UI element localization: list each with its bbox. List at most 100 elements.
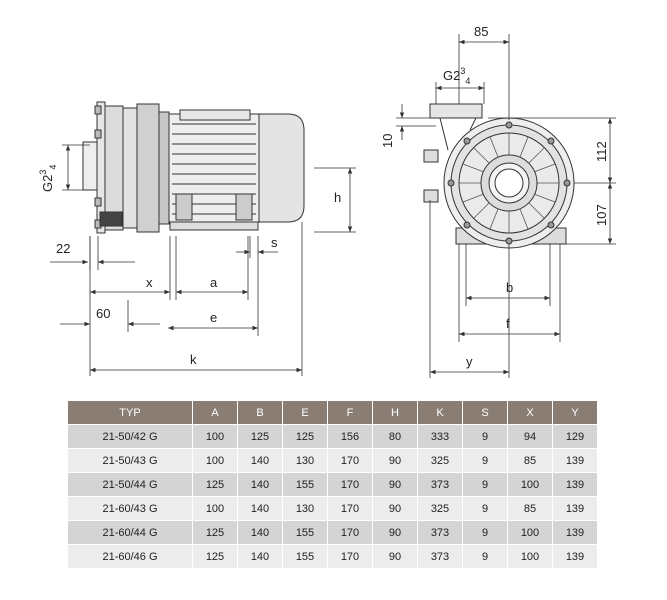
table-cell: 155 bbox=[282, 472, 328, 497]
table-cell: 170 bbox=[327, 544, 373, 568]
table-cell: 130 bbox=[282, 448, 328, 473]
table-row: 21-50/44 G 125 140 155 170 90 373 9 100 … bbox=[68, 472, 598, 497]
table-cell: 373 bbox=[417, 472, 463, 497]
table-cell: 9 bbox=[462, 424, 508, 449]
table-cell: 139 bbox=[552, 448, 598, 473]
side-view-dimensions bbox=[50, 144, 356, 376]
table-row: 21-60/46 G 125 140 155 170 90 373 9 100 … bbox=[68, 544, 598, 568]
table-cell: 170 bbox=[327, 448, 373, 473]
table-cell: 21-60/43 G bbox=[68, 496, 193, 521]
table-cell: 100 bbox=[507, 544, 553, 568]
table-row: 21-50/42 G 100 125 125 156 80 333 9 94 1… bbox=[68, 424, 598, 449]
table-cell: 100 bbox=[507, 472, 553, 497]
header-a: A bbox=[192, 401, 238, 425]
table-cell: 130 bbox=[282, 496, 328, 521]
table-cell: 139 bbox=[552, 472, 598, 497]
dim-h-label: h bbox=[334, 190, 341, 205]
table-cell: 21-60/44 G bbox=[68, 520, 193, 545]
table-cell: 373 bbox=[417, 520, 463, 545]
table-cell: 325 bbox=[417, 448, 463, 473]
svg-text:G234: G234 bbox=[38, 165, 58, 192]
table-cell: 140 bbox=[237, 448, 283, 473]
dim-y-label: y bbox=[466, 354, 473, 369]
table-cell: 9 bbox=[462, 472, 508, 497]
table-header-row: TYP A B E F H K S X Y bbox=[68, 401, 598, 425]
table-cell: 170 bbox=[327, 472, 373, 497]
table-cell: 140 bbox=[237, 544, 283, 568]
table-cell: 125 bbox=[237, 424, 283, 449]
header-e: E bbox=[282, 401, 328, 425]
table-cell: 125 bbox=[192, 520, 238, 545]
dim-22-label: 22 bbox=[56, 241, 70, 256]
table-cell: 170 bbox=[327, 496, 373, 521]
table-cell: 155 bbox=[282, 544, 328, 568]
table-cell: 90 bbox=[372, 496, 418, 521]
table-cell: 9 bbox=[462, 496, 508, 521]
table-cell: 139 bbox=[552, 520, 598, 545]
dim-60-label: 60 bbox=[96, 306, 110, 321]
table-cell: 325 bbox=[417, 496, 463, 521]
dim-107-label: 107 bbox=[594, 204, 609, 226]
header-f: F bbox=[327, 401, 373, 425]
header-b: B bbox=[237, 401, 283, 425]
front-view-thread-label: G234 bbox=[443, 66, 470, 86]
table-cell: 85 bbox=[507, 448, 553, 473]
table-cell: 9 bbox=[462, 544, 508, 568]
table-cell: 100 bbox=[192, 424, 238, 449]
table-cell: 90 bbox=[372, 520, 418, 545]
table-cell: 333 bbox=[417, 424, 463, 449]
table-cell: 94 bbox=[507, 424, 553, 449]
table-cell: 90 bbox=[372, 472, 418, 497]
table-cell: 21-50/43 G bbox=[68, 448, 193, 473]
pump-side-view bbox=[82, 101, 305, 234]
table-cell: 140 bbox=[237, 472, 283, 497]
front-view-dimensions bbox=[396, 34, 616, 378]
dim-e-label: e bbox=[210, 310, 217, 325]
header-s: S bbox=[462, 401, 508, 425]
table-cell: 156 bbox=[327, 424, 373, 449]
table-cell: 9 bbox=[462, 520, 508, 545]
drawing-canvas: G234 22 x a 60 e k h s bbox=[38, 24, 616, 378]
table-cell: 125 bbox=[192, 544, 238, 568]
table-cell: 100 bbox=[507, 520, 553, 545]
header-y: Y bbox=[552, 401, 598, 425]
dim-112-label: 112 bbox=[594, 141, 609, 162]
table-cell: 140 bbox=[237, 496, 283, 521]
pump-front-view bbox=[423, 103, 575, 249]
table-cell: 129 bbox=[552, 424, 598, 449]
table-cell: 21-60/46 G bbox=[68, 544, 193, 568]
header-x: X bbox=[507, 401, 553, 425]
dimensions-table: TYP A B E F H K S X Y 21-50/42 G 100 125… bbox=[68, 401, 598, 568]
dim-85-label: 85 bbox=[474, 24, 488, 39]
table-cell: 100 bbox=[192, 448, 238, 473]
header-typ: TYP bbox=[68, 401, 193, 425]
table-cell: 170 bbox=[327, 520, 373, 545]
table-cell: 100 bbox=[192, 496, 238, 521]
dim-f-label: f bbox=[506, 316, 510, 331]
table-cell: 90 bbox=[372, 448, 418, 473]
table-cell: 139 bbox=[552, 544, 598, 568]
dim-s-label: s bbox=[271, 235, 278, 250]
svg-text:G234: G234 bbox=[443, 66, 470, 86]
table-cell: 140 bbox=[237, 520, 283, 545]
dim-k-label: k bbox=[190, 352, 197, 367]
table-cell: 139 bbox=[552, 496, 598, 521]
table-row: 21-60/43 G 100 140 130 170 90 325 9 85 1… bbox=[68, 496, 598, 521]
table-row: 21-50/43 G 100 140 130 170 90 325 9 85 1… bbox=[68, 448, 598, 473]
table-row: 21-60/44 G 125 140 155 170 90 373 9 100 … bbox=[68, 520, 598, 545]
table-cell: 125 bbox=[192, 472, 238, 497]
header-h: H bbox=[372, 401, 418, 425]
table-cell: 9 bbox=[462, 448, 508, 473]
table-cell: 373 bbox=[417, 544, 463, 568]
dim-x-label: x bbox=[146, 275, 153, 290]
table-cell: 125 bbox=[282, 424, 328, 449]
table-cell: 85 bbox=[507, 496, 553, 521]
table-cell: 21-50/44 G bbox=[68, 472, 193, 497]
dim-a-label: a bbox=[210, 275, 218, 290]
header-k: K bbox=[417, 401, 463, 425]
table-cell: 155 bbox=[282, 520, 328, 545]
dim-b-label: b bbox=[506, 280, 513, 295]
table-cell: 90 bbox=[372, 544, 418, 568]
table-cell: 21-50/42 G bbox=[68, 424, 193, 449]
